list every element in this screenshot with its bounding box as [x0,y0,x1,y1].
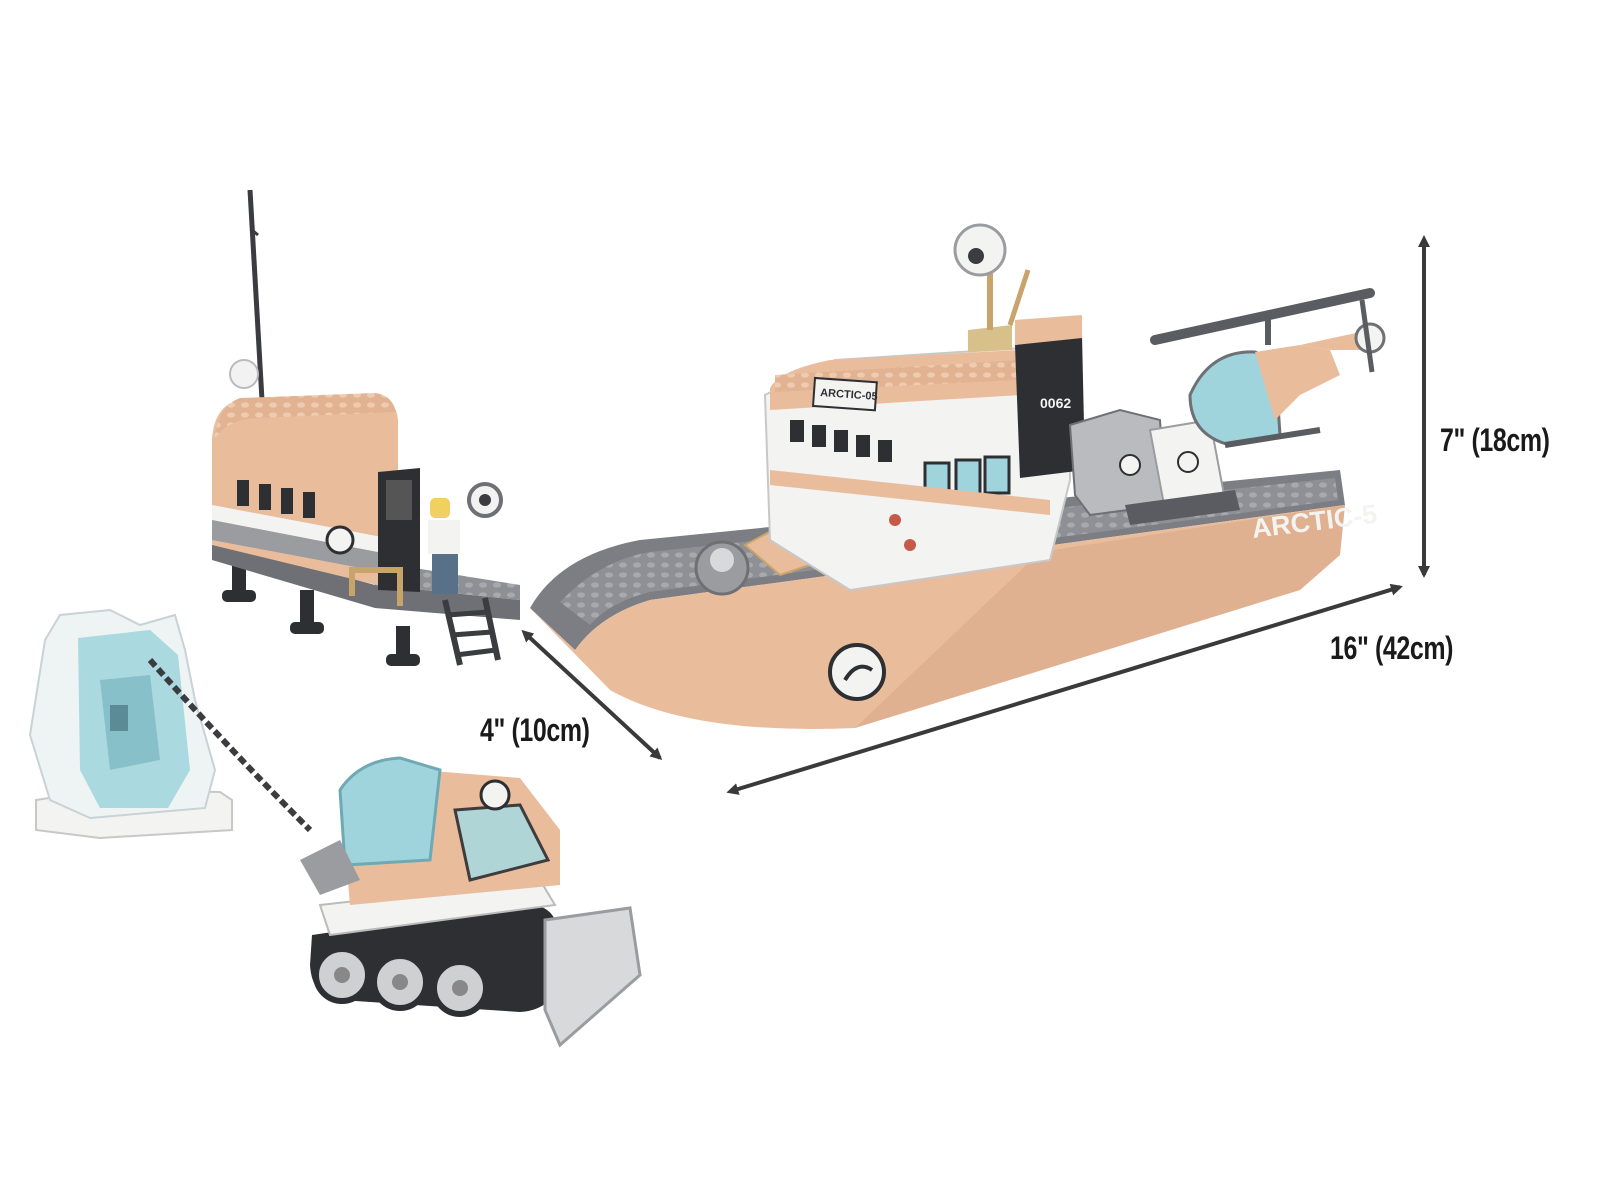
height-label: 7" (18cm) [1440,422,1550,458]
hull-logo [828,643,886,701]
chain [147,658,313,833]
research-hut [212,189,520,666]
bridge-sign: ARCTIC-05 [820,387,878,403]
tracked-vehicle [300,756,642,1048]
funnel-number: 0062 [1040,395,1071,411]
funnel [1015,335,1085,478]
ice-block [28,608,233,840]
helicopter [1150,288,1386,448]
width-arrow [521,629,663,761]
arctic-ship: ARCTIC-5 ARCTIC-05 0062 [530,223,1386,729]
length-label: 16" (42cm) [1330,630,1454,666]
length-arrow [726,583,1403,795]
width-label: 4" (10cm) [480,712,590,748]
bridge-sign-plate [811,376,878,412]
